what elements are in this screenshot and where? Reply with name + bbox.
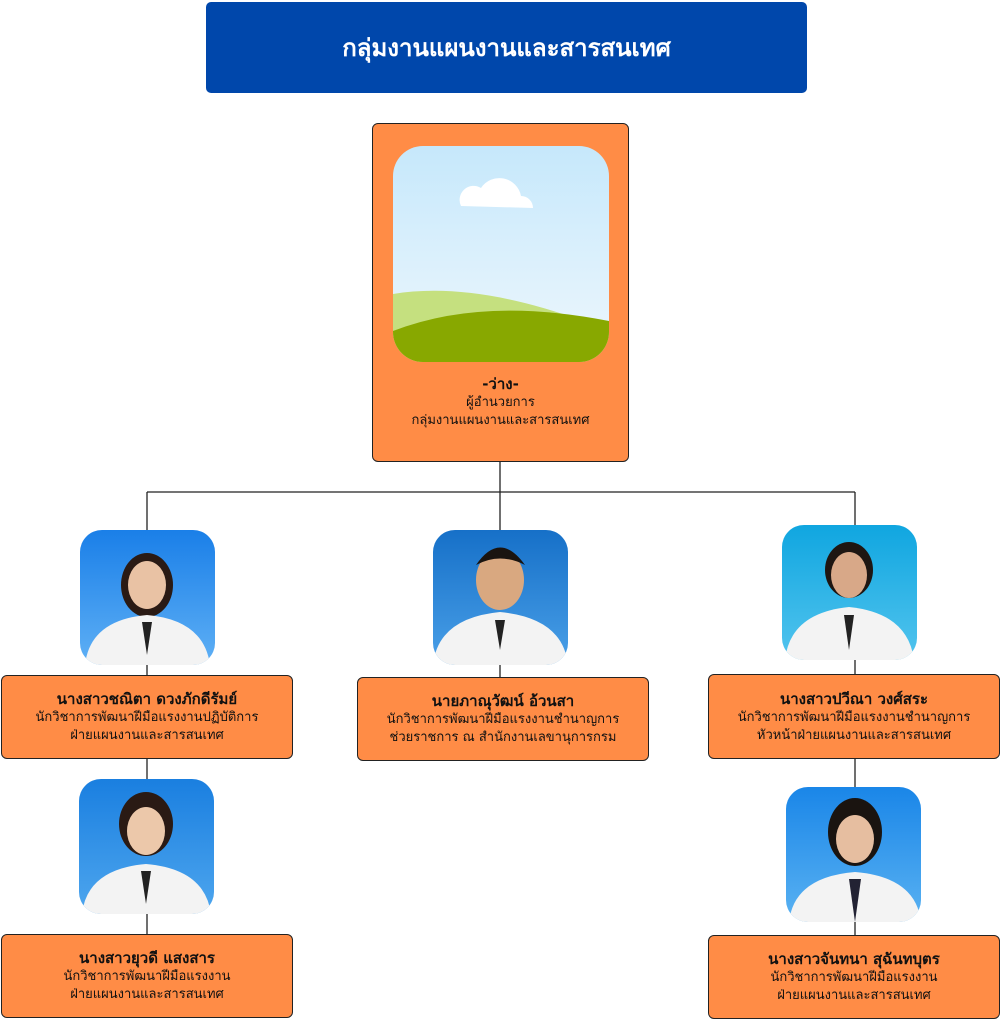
staff-position: นักวิชาการพัฒนาฝีมือแรงงาน — [770, 970, 938, 985]
staff-photo — [79, 779, 214, 914]
staff-position: นักวิชาการพัฒนาฝีมือแรงงาน — [63, 969, 231, 984]
staff-unit: ฝ่ายแผนงานและสารสนเทศ — [70, 728, 224, 743]
staff-name: นางสาวยุวดี แสงสาร — [79, 949, 215, 967]
staff-card: นางสาวยุวดี แสงสาร นักวิชาการพัฒนาฝีมือแ… — [1, 934, 293, 1018]
staff-position: นักวิชาการพัฒนาฝีมือแรงงานชำนาญการ — [737, 709, 971, 725]
staff-position: นักวิชาการพัฒนาฝีมือแรงงานปฏิบัติการ — [35, 710, 259, 725]
head-card: -ว่าง- ผู้อำนวยการ กลุ่มงานแผนงานและสารส… — [372, 123, 629, 462]
staff-photo — [80, 530, 215, 665]
staff-name: นายภาณุวัฒน์ อ้วนสา — [431, 692, 575, 710]
head-position: ผู้อำนวยการ — [466, 395, 535, 410]
staff-photo — [433, 530, 568, 665]
staff-unit: ฝ่ายแผนงานและสารสนเทศ — [70, 987, 224, 1002]
staff-name: นางสาวชณิตา ดวงภักดีรัมย์ — [56, 690, 238, 708]
staff-card: นางสาวจันทนา สุฉันทบุตร นักวิชาการพัฒนาฝ… — [708, 935, 1000, 1019]
staff-card: นายภาณุวัฒน์ อ้วนสา นักวิชาการพัฒนาฝีมือ… — [357, 677, 649, 761]
head-name: -ว่าง- — [482, 375, 519, 393]
head-unit: กลุ่มงานแผนงานและสารสนเทศ — [411, 413, 590, 428]
image-placeholder-icon — [392, 146, 609, 362]
page-title: กลุ่มงานแผนงานและสารสนเทศ — [206, 2, 807, 93]
staff-unit: ฝ่ายแผนงานและสารสนเทศ — [777, 988, 931, 1003]
staff-name: นางสาวปวีณา วงศ์สระ — [779, 689, 929, 708]
staff-card: นางสาวปวีณา วงศ์สระ นักวิชาการพัฒนาฝีมือ… — [708, 674, 1000, 759]
staff-photo — [782, 525, 917, 660]
staff-position: นักวิชาการพัฒนาฝีมือแรงงานชำนาญการ — [386, 712, 620, 727]
staff-unit: หัวหน้าฝ่ายแผนงานและสารสนเทศ — [756, 727, 952, 743]
staff-photo — [786, 787, 921, 922]
staff-name: นางสาวจันทนา สุฉันทบุตร — [768, 950, 940, 968]
staff-card: นางสาวชณิตา ดวงภักดีรัมย์ นักวิชาการพัฒน… — [1, 675, 293, 759]
staff-unit: ช่วยราชการ ณ สำนักงานเลขานุการกรม — [389, 730, 617, 745]
